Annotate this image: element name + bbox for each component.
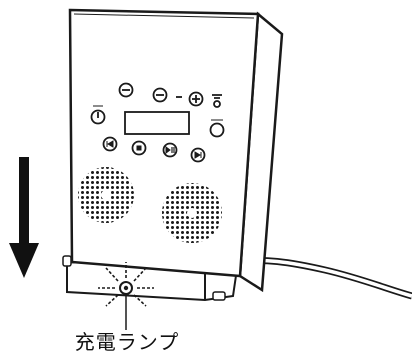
next-button[interactable] xyxy=(190,147,206,163)
minus-button[interactable] xyxy=(118,82,134,98)
lamp-glow-rays xyxy=(98,262,154,307)
speaker-right xyxy=(162,183,222,243)
stop-button[interactable] xyxy=(131,140,147,156)
play-pause-button[interactable] xyxy=(162,142,178,158)
control-panel xyxy=(90,82,225,163)
antenna-button[interactable] xyxy=(212,94,222,108)
speaker-left xyxy=(78,167,134,223)
insert-direction-arrow xyxy=(9,157,39,278)
lcd-display xyxy=(124,111,190,135)
prev-button[interactable] xyxy=(102,136,118,152)
tune-down-button[interactable] xyxy=(152,87,168,103)
power-button[interactable] xyxy=(90,105,106,125)
charge-lamp-label: 充電ランプ xyxy=(74,330,180,354)
mode-button[interactable] xyxy=(209,119,225,138)
tune-up-button[interactable] xyxy=(188,91,204,107)
